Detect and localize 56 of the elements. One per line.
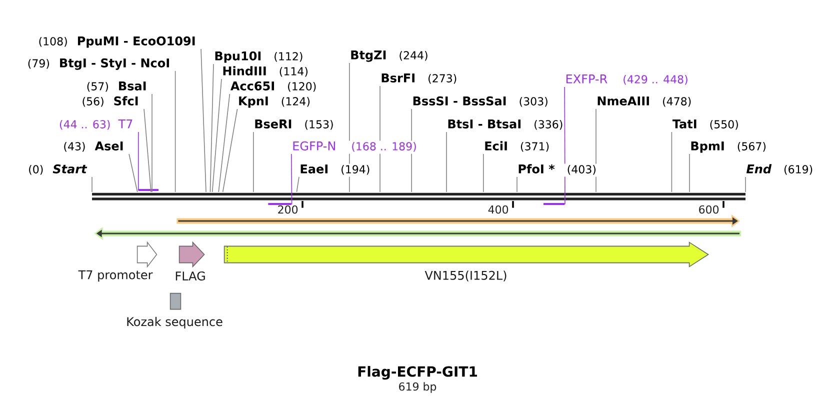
title: Flag-ECFP-GIT1: [358, 366, 477, 380]
primer-label: (44 .. 63) T7: [60, 120, 132, 130]
leader-line: [564, 86, 566, 205]
site-label: PfoI * (403): [517, 164, 597, 177]
site-label: End (619): [746, 164, 812, 175]
site-label: (57) BsaI: [87, 82, 146, 92]
site-label: BtgZI (244): [351, 50, 428, 62]
site-label: NmeAIII (478): [598, 96, 691, 107]
site-label: HindIII (114): [223, 66, 308, 77]
tick-label: 200: [278, 205, 298, 214]
site-label: (108) PpuMI - EcoO109I: [39, 36, 195, 48]
leader-line: [174, 70, 176, 192]
feature-label: FLAG: [176, 271, 205, 281]
leader-line: [128, 154, 138, 192]
leader-line: [483, 154, 484, 192]
site-label: BssSI - BssSaI (303): [413, 96, 548, 107]
leader-line: [144, 108, 152, 192]
site-label: TatI (550): [672, 120, 738, 130]
site-label: BtsI - BtsaI (336): [446, 118, 564, 132]
site-label: (79) BtgI - StyI - NcoI: [28, 58, 169, 70]
primer-label: EGFP-N (168 .. 189): [292, 140, 418, 154]
leader-line: [253, 132, 254, 192]
leader-line: [296, 176, 300, 192]
leader-line: [689, 154, 690, 192]
feature-label: T7 promoter: [78, 270, 153, 282]
site-label: BpmI (567): [691, 142, 766, 153]
feature-label: VN155(I152L): [424, 270, 506, 282]
site-label: (43) AseI: [64, 142, 123, 152]
leader-line: [291, 154, 292, 205]
span-bar: [176, 214, 740, 228]
subtitle: 619 bp: [399, 382, 436, 393]
site-label: EaeI (194): [299, 164, 371, 177]
span-bar: [94, 227, 741, 240]
leader-line: [200, 48, 206, 192]
leader-line: [212, 78, 222, 192]
feature-label: Kozak sequence: [127, 316, 222, 328]
site-label: (56) SfcI: [82, 96, 138, 107]
primer-label: EXFP-R (429 .. 448): [566, 74, 688, 85]
leader-line: [671, 132, 672, 192]
site-label: Bpu10I (112): [215, 51, 302, 63]
leader-line: [516, 176, 518, 192]
leader-line: [138, 132, 139, 191]
site-label: BseRI (153): [255, 120, 333, 130]
tick-label: 400: [488, 205, 508, 214]
site-label: Acc65I (120): [230, 81, 316, 92]
site-label: BsrFI (273): [382, 74, 456, 84]
leader-line: [218, 94, 230, 192]
leader-line: [745, 176, 746, 192]
tick-label: 600: [699, 205, 719, 214]
leader-line: [222, 108, 238, 192]
site-label: KpnI (124): [239, 96, 310, 108]
site-label: (0) Start: [29, 164, 88, 175]
site-label: EciI (371): [485, 141, 549, 152]
leader-line: [446, 132, 447, 192]
sequence-line: [92, 192, 746, 200]
leader-line: [210, 64, 214, 192]
